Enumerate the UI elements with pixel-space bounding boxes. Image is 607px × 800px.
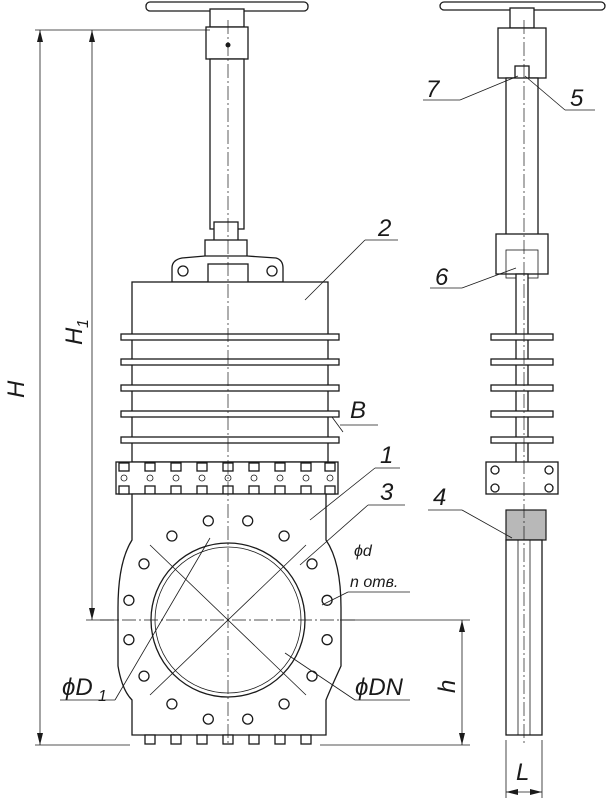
callout-7: 7	[426, 76, 441, 103]
bolt-hole	[276, 474, 284, 482]
cooling-fins	[120, 333, 340, 444]
side-fins	[490, 333, 554, 444]
bolt	[248, 485, 260, 495]
callout-3: 3	[380, 479, 394, 506]
bolt	[196, 462, 208, 472]
bolt-circle-hole	[278, 530, 290, 542]
side-view	[439, 1, 606, 745]
callout-5: 5	[570, 85, 584, 112]
dim-H1: H	[61, 327, 88, 345]
bottom-bolt	[144, 734, 156, 745]
dim-D1-sub: 1	[98, 688, 107, 705]
dim-H1-sub: 1	[75, 319, 92, 328]
callout-4: 4	[433, 484, 446, 511]
bolt	[170, 485, 182, 495]
bolt	[300, 485, 312, 495]
bolt-circle-hole	[123, 594, 135, 606]
bottom-bolt	[248, 734, 260, 745]
bolt	[274, 485, 286, 495]
bolt-hole	[146, 474, 154, 482]
bolt	[248, 462, 260, 472]
bottom-bolt	[170, 734, 182, 745]
bolt-circle-hole	[202, 515, 214, 527]
bolt	[118, 462, 130, 472]
side-column	[505, 77, 539, 239]
callout-1: 1	[380, 442, 393, 469]
dim-D1: ϕD	[62, 674, 93, 701]
bottom-bolt	[274, 734, 286, 745]
bolt-hole	[250, 474, 258, 482]
handwheel-hub	[209, 8, 245, 28]
bolt	[170, 462, 182, 472]
stem-nut-block	[213, 221, 239, 243]
dim-d: ϕd	[354, 543, 373, 560]
bolt-hole	[172, 474, 180, 482]
bolt-circle-hole	[166, 698, 178, 710]
bolt-circle-hole	[123, 634, 135, 646]
bolt-circle-holes	[123, 515, 333, 725]
dim-H: H	[3, 380, 30, 398]
bolt	[144, 462, 156, 472]
bolt-hole	[326, 474, 334, 482]
side-hub	[509, 7, 535, 29]
bolt-circle-hole	[242, 515, 254, 527]
bolt-hole	[302, 474, 310, 482]
bolt-circle-hole	[321, 634, 333, 646]
bottom-bolt	[196, 734, 208, 745]
dim-DN: ϕDN	[355, 674, 404, 701]
bolt	[196, 485, 208, 495]
front-view	[100, 1, 355, 745]
dim-L: L	[516, 759, 529, 786]
leader-lines	[60, 75, 595, 701]
side-yoke	[495, 233, 549, 275]
bolt-circle-hole	[138, 670, 150, 682]
bolt	[118, 485, 130, 495]
yoke-hole-left	[177, 265, 189, 277]
bolt-hole	[120, 474, 128, 482]
bolt-circle-hole	[138, 558, 150, 570]
bolt	[324, 485, 336, 495]
bolt-circle-hole	[166, 530, 178, 542]
callout-6: 6	[435, 264, 449, 291]
callout-2: 2	[377, 215, 391, 242]
bolt	[274, 462, 286, 472]
bottom-bolts	[144, 734, 312, 745]
bolt-circle-hole	[278, 698, 290, 710]
bonnet	[131, 281, 329, 463]
dimension-lines	[35, 29, 543, 798]
labels: 7 5 2 6 1 3 4 H H 1 B ϕd n отв. ϕD 1 ϕDN…	[3, 76, 584, 786]
bolt	[144, 485, 156, 495]
bore-diagonal	[149, 544, 307, 696]
side-stem	[515, 273, 529, 465]
bottom-bolt	[300, 734, 312, 745]
bolt-hole	[224, 474, 232, 482]
bolt-circle-hole	[306, 558, 318, 570]
bolt	[300, 462, 312, 472]
side-gland	[505, 509, 547, 541]
yoke-hole-right	[266, 265, 278, 277]
bolt-hole	[198, 474, 206, 482]
stem-column	[209, 58, 245, 230]
bolt	[324, 462, 336, 472]
bolt-circle-hole	[242, 713, 254, 725]
dim-B: B	[350, 397, 366, 424]
dim-holes: n отв.	[350, 574, 398, 591]
dim-h: h	[434, 680, 461, 693]
bolt-circle-hole	[202, 713, 214, 725]
